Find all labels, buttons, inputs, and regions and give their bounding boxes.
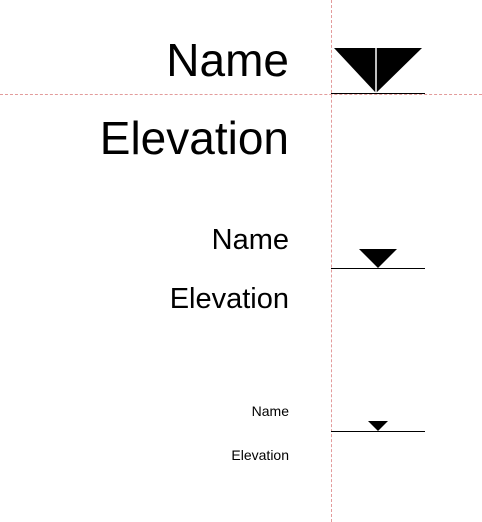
horizontal-guide-line bbox=[0, 94, 482, 95]
level-elevation-small: Elevation bbox=[231, 447, 289, 463]
level-marker-icon bbox=[331, 48, 425, 94]
level-name-large: Name bbox=[166, 34, 289, 86]
level-marker-icon bbox=[331, 249, 425, 269]
level-name-small: Name bbox=[251, 403, 289, 419]
level-name-medium: Name bbox=[211, 224, 289, 256]
level-elevation-medium: Elevation bbox=[169, 283, 289, 315]
level-marker-icon bbox=[331, 421, 425, 432]
vertical-guide-line bbox=[331, 0, 332, 522]
level-elevation-large: Elevation bbox=[99, 112, 289, 164]
